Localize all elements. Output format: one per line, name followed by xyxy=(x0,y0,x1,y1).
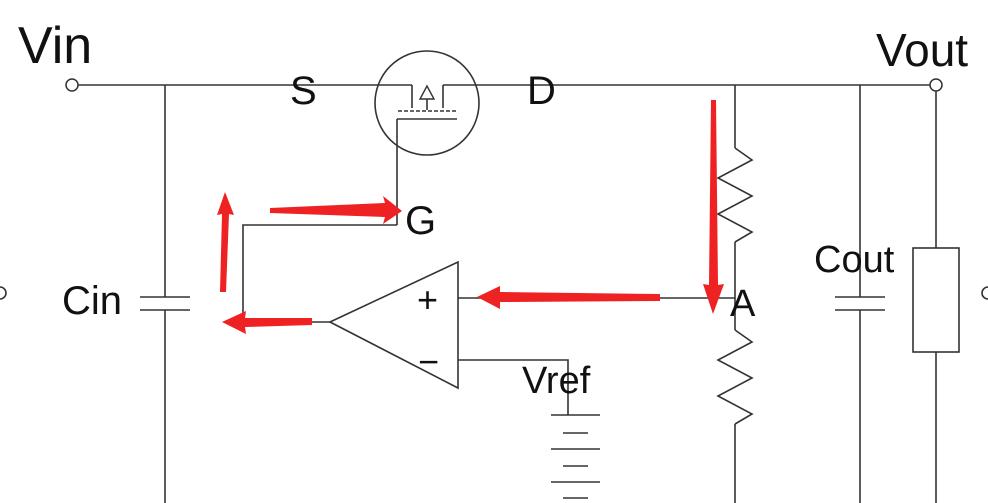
node-a-label: A xyxy=(730,283,756,325)
cout-label: Cout xyxy=(814,239,895,281)
arrow-down-icon xyxy=(703,100,724,314)
arrow-left-icon xyxy=(477,286,660,309)
arrow-up-icon xyxy=(217,192,234,292)
vref-battery xyxy=(551,414,600,499)
load-resistor xyxy=(912,91,960,503)
feedback-divider xyxy=(716,85,754,503)
minus-input-label: − xyxy=(418,341,439,382)
arrow-right-icon xyxy=(270,196,402,224)
vout-label: Vout xyxy=(876,24,968,76)
vin-label: Vin xyxy=(18,17,92,75)
output-capacitor xyxy=(835,85,885,503)
edge-terminal-right xyxy=(981,286,988,300)
arrow-left-output-icon xyxy=(222,311,312,334)
cin-label: Cin xyxy=(62,279,122,323)
input-capacitor xyxy=(140,85,190,503)
edge-terminal-left xyxy=(0,286,7,300)
plus-input-label: + xyxy=(417,279,438,320)
vout-terminal xyxy=(929,78,943,92)
source-label: S xyxy=(290,69,317,113)
drain-label: D xyxy=(527,69,556,113)
vref-label: Vref xyxy=(522,360,591,402)
vin-terminal xyxy=(65,78,79,92)
gate-label: G xyxy=(405,199,436,243)
